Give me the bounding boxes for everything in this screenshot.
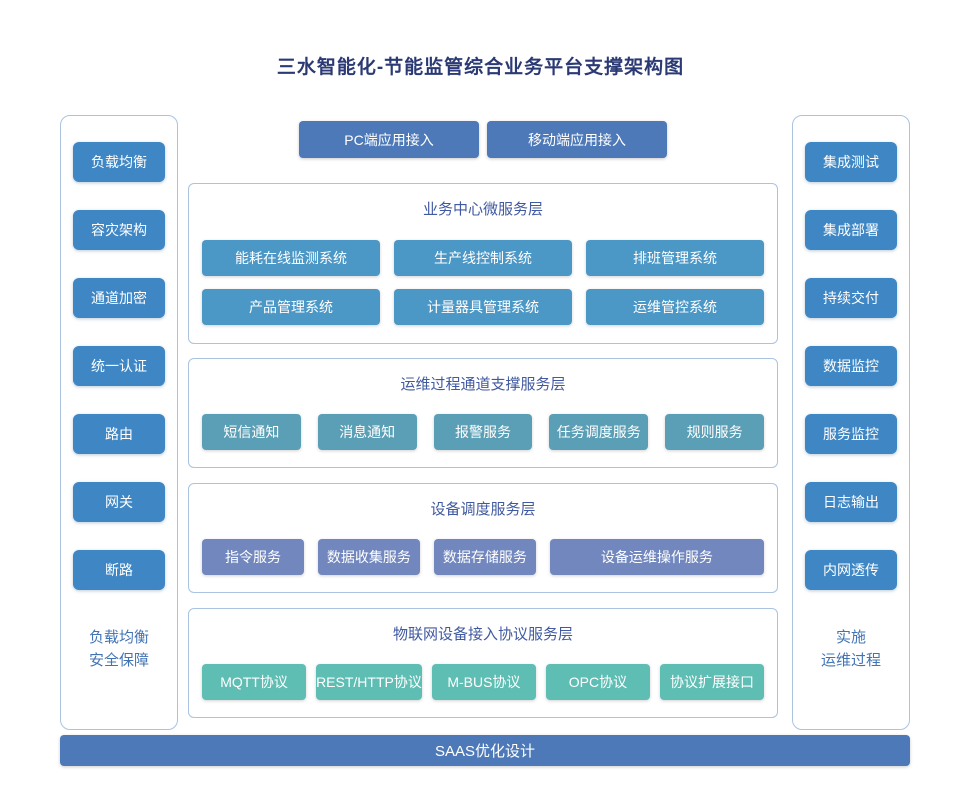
section-channel-support-services: 运维过程通道支撑服务层 短信通知 消息通知 报警服务 任务调度服务 规则服务 [188,358,778,468]
block-product-management-system: 产品管理系统 [202,289,380,325]
block-device-om-operation-service: 设备运维操作服务 [549,539,764,575]
block-mobile-access: 移动端应用接入 [487,121,667,158]
block-data-monitoring: 数据监控 [805,346,897,386]
block-channel-encryption: 通道加密 [73,278,165,318]
block-service-monitoring: 服务监控 [805,414,897,454]
block-rest-http-protocol: REST/HTTP协议 [316,664,422,700]
block-routing: 路由 [73,414,165,454]
block-log-output: 日志输出 [805,482,897,522]
business-row-2: 产品管理系统 计量器具管理系统 运维管控系统 [202,289,764,325]
app-access-row: PC端应用接入 移动端应用接入 [188,121,778,158]
block-integration-testing: 集成测试 [805,142,897,182]
channel-row: 短信通知 消息通知 报警服务 任务调度服务 规则服务 [202,414,764,450]
right-panel-label-line1: 实施 [835,629,866,646]
saas-optimization-bar: SAAS优化设计 [60,735,910,766]
protocol-row: MQTT协议 REST/HTTP协议 M-BUS协议 OPC协议 协议扩展接口 [202,664,765,700]
block-data-collection-service: 数据收集服务 [317,539,420,575]
block-mqtt-protocol: MQTT协议 [202,664,307,700]
right-panel-label: 实施 运维过程 [821,626,881,672]
left-panel: 负载均衡 容灾架构 通道加密 统一认证 路由 网关 断路 负载均衡 安全保障 [60,115,178,730]
block-integration-deployment: 集成部署 [805,210,897,250]
block-message-notification: 消息通知 [317,414,417,450]
block-command-service: 指令服务 [202,539,304,575]
left-panel-label-line2: 安全保障 [88,652,149,669]
block-metering-device-management-system: 计量器具管理系统 [394,289,572,325]
block-protocol-extension-interface: 协议扩展接口 [659,664,765,700]
block-pc-access: PC端应用接入 [299,121,479,158]
block-gateway: 网关 [73,482,165,522]
block-disaster-recovery: 容灾架构 [73,210,165,250]
section-header-channel: 运维过程通道支撑服务层 [400,376,566,393]
right-panel: 集成测试 集成部署 持续交付 数据监控 服务监控 日志输出 内网透传 实施 运维… [792,115,910,730]
block-om-control-system: 运维管控系统 [586,289,764,325]
block-production-line-control-system: 生产线控制系统 [394,240,572,276]
block-rule-service: 规则服务 [665,414,764,450]
business-row-1: 能耗在线监测系统 生产线控制系统 排班管理系统 [202,240,764,276]
device-row: 指令服务 数据收集服务 数据存储服务 设备运维操作服务 [202,539,764,575]
block-load-balancing: 负载均衡 [73,142,165,182]
block-task-scheduling-service: 任务调度服务 [549,414,649,450]
right-panel-label-line2: 运维过程 [820,652,881,669]
section-header-protocol: 物联网设备接入协议服务层 [392,626,573,643]
block-sms-notification: 短信通知 [202,414,301,450]
section-header-device: 设备调度服务层 [430,501,536,518]
block-unified-auth: 统一认证 [73,346,165,386]
block-energy-monitoring-system: 能耗在线监测系统 [202,240,380,276]
section-device-scheduling-services: 设备调度服务层 指令服务 数据收集服务 数据存储服务 设备运维操作服务 [188,483,778,593]
left-panel-label: 负载均衡 安全保障 [89,626,149,672]
block-m-bus-protocol: M-BUS协议 [431,664,536,700]
section-iot-protocol-services: 物联网设备接入协议服务层 MQTT协议 REST/HTTP协议 M-BUS协议 … [188,608,778,718]
block-continuous-delivery: 持续交付 [805,278,897,318]
section-header-business: 业务中心微服务层 [422,201,543,218]
section-business-microservices: 业务中心微服务层 能耗在线监测系统 生产线控制系统 排班管理系统 产品管理系统 … [188,183,778,344]
block-opc-protocol: OPC协议 [545,664,650,700]
block-shift-management-system: 排班管理系统 [586,240,764,276]
left-panel-label-line1: 负载均衡 [88,629,149,646]
block-alarm-service: 报警服务 [433,414,533,450]
block-data-storage-service: 数据存储服务 [433,539,536,575]
block-circuit-breaker: 断路 [73,550,165,590]
block-intranet-passthrough: 内网透传 [805,550,897,590]
page-title: 三水智能化-节能监管综合业务平台支撑架构图 [276,57,685,78]
